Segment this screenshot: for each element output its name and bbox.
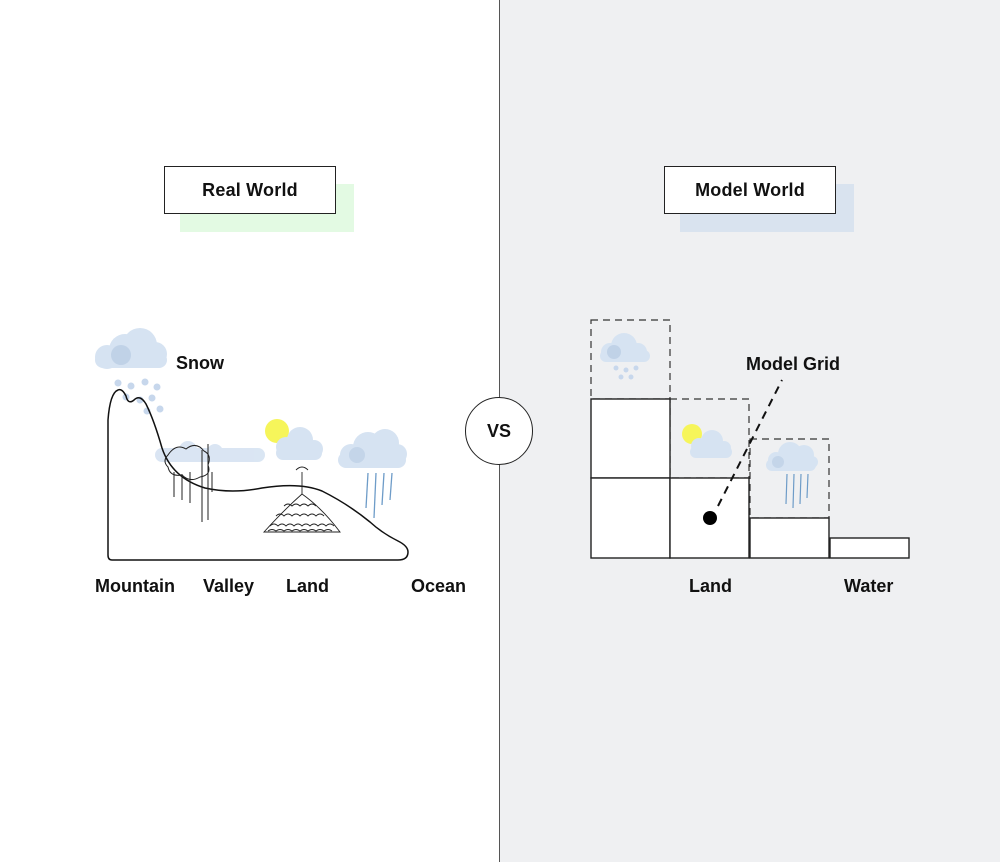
rain-cloud-icon [338, 429, 407, 468]
snow-cloud-icon [95, 328, 167, 369]
snow-icon [115, 379, 164, 415]
water-cell [830, 538, 909, 558]
model-water-label: Water [844, 576, 893, 597]
rain-icon [366, 473, 392, 518]
model-land-label: Land [689, 576, 732, 597]
mountain-label: Mountain [95, 576, 175, 597]
grid-snow-cloud-icon [600, 333, 650, 380]
ocean-label: Ocean [411, 576, 466, 597]
snow-label: Snow [176, 353, 224, 374]
bush-icon [264, 467, 340, 532]
valley-label: Valley [203, 576, 254, 597]
valley-mist [155, 441, 265, 462]
vs-badge: VS [465, 397, 533, 465]
grid-point-marker [703, 511, 717, 525]
model-grid-label: Model Grid [746, 354, 840, 375]
land-label: Land [286, 576, 329, 597]
terrain-outline [108, 390, 408, 560]
grid-rain-cloud-icon [766, 442, 818, 508]
